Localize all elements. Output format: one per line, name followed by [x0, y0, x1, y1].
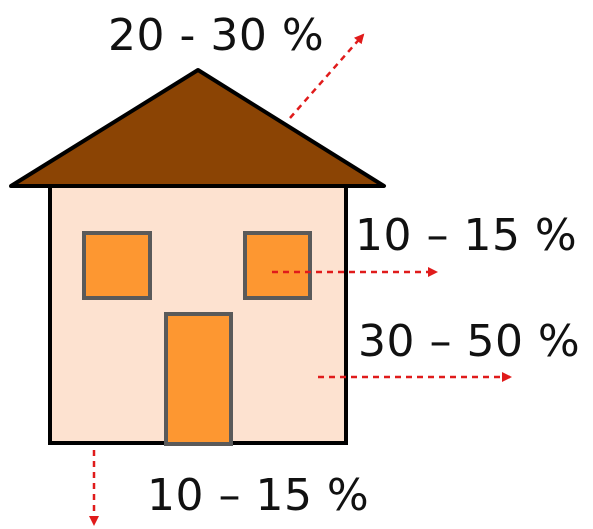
window-left	[82, 231, 152, 300]
roof-heat-loss-arrow	[289, 33, 365, 119]
roof-heat-loss-label: 20 - 30 %	[108, 10, 325, 61]
house-roof	[9, 68, 386, 188]
door	[164, 312, 233, 446]
windows-heat-loss-label: 10 – 15 %	[355, 210, 578, 261]
window-right	[243, 231, 312, 300]
walls-heat-loss-label: 30 – 50 %	[358, 316, 581, 367]
floor-heat-loss-label: 10 – 15 %	[147, 470, 370, 521]
